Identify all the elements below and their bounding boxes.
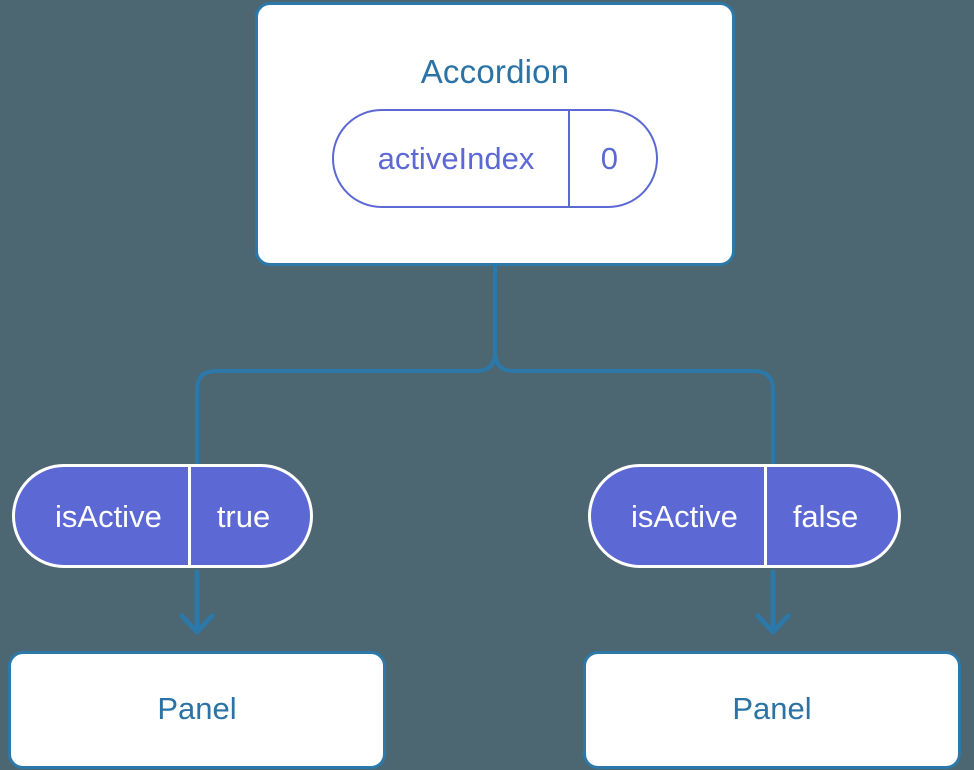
prop-key: isActive <box>631 498 738 534</box>
prop-key: activeIndex <box>377 141 535 176</box>
branch-path <box>195 264 497 468</box>
node-accordion[interactable]: Accordion activeIndex 0 <box>255 2 735 266</box>
node-accordion-title: Accordion <box>420 53 570 90</box>
prop-pill-is-active-true[interactable]: isActive true <box>12 464 314 568</box>
arrow-head-down-icon <box>755 613 791 635</box>
prop-pill-is-active-false[interactable]: isActive false <box>588 464 902 568</box>
node-panel-right[interactable]: Panel <box>583 651 961 769</box>
node-panel-left[interactable]: Panel <box>8 651 386 769</box>
branch-path <box>493 264 775 468</box>
prop-key: isActive <box>55 498 162 534</box>
prop-value: 0 <box>568 111 656 206</box>
node-panel-title: Panel <box>157 690 237 726</box>
arrow-head-down-icon <box>179 613 215 635</box>
node-panel-title: Panel <box>732 690 812 726</box>
prop-pill-active-index[interactable]: activeIndex 0 <box>331 109 659 208</box>
prop-value: false <box>763 467 898 565</box>
prop-value: true <box>187 467 310 565</box>
